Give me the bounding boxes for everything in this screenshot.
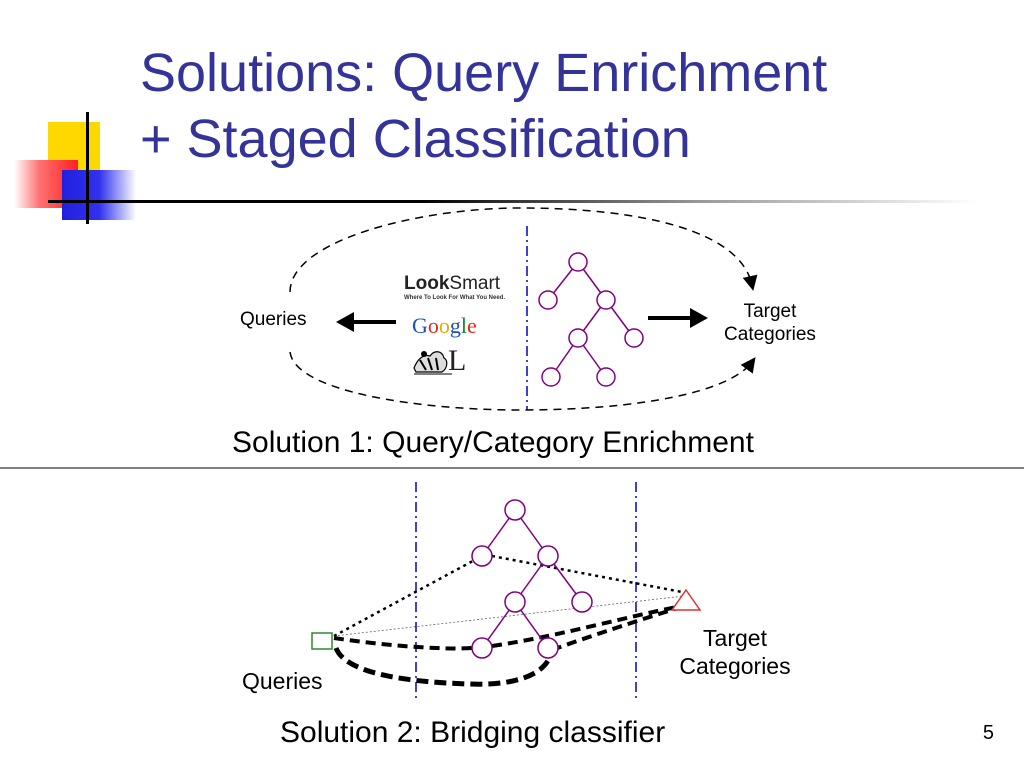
looksmart-tagline: Where To Look For What You Need.: [404, 295, 506, 301]
google-letter-4: g: [449, 313, 461, 338]
s2-target-label: Target Categories: [662, 624, 808, 680]
s2-node-l2b: [571, 591, 593, 613]
s2-queries-label: Queries: [242, 668, 323, 694]
s2-target-line-2: Categories: [679, 653, 791, 679]
s1-node-l2b: [624, 328, 644, 348]
title-underline: [48, 200, 978, 203]
blue-square: [62, 170, 136, 220]
slide-title: Solutions: Query Enrichment + Staged Cla…: [140, 40, 1000, 172]
s2-thick-dash-leaf-to-target: [491, 604, 683, 648]
s2-target-triangle: [670, 588, 702, 611]
s1-node-root: [568, 252, 588, 272]
looksmart-smart: Smart: [449, 273, 501, 294]
s2-query-square: [311, 632, 333, 650]
s1-caption: Solution 1: Query/Category Enrichment: [232, 426, 754, 459]
s2-tree-edges: [481, 509, 583, 649]
s1-node-l1b: [596, 290, 616, 310]
google-letter-2: o: [427, 313, 439, 338]
s2-thick-dash-bottom-loop: [333, 646, 553, 687]
looksmart-logo: LookSmart Where To Look For What You Nee…: [404, 274, 516, 302]
s2-tree-nodes: [471, 499, 593, 659]
s2-thick-dash-query-to-leaf: [333, 636, 473, 651]
s1-arrowhead-queries: [336, 312, 354, 332]
google-letter-3: o: [438, 313, 450, 338]
s2-node-root: [504, 499, 526, 521]
s2-caption: Solution 2: Bridging classifier: [280, 716, 666, 749]
s2-target-line-1: Target: [703, 625, 767, 651]
s2-node-l3b: [537, 637, 559, 659]
google-logo: Google: [412, 314, 477, 338]
s2-thick-dash-loop-to-target: [551, 604, 685, 652]
s1-dashed-arc-top: [289, 207, 758, 293]
s1-target-line-2: Categories: [724, 324, 816, 345]
s2-dotted-node-to-target: [491, 554, 683, 594]
title-line-2: + Staged Classification: [140, 109, 691, 169]
google-letter-5: l: [460, 313, 468, 338]
odp-logo-icon: [413, 351, 452, 375]
vertical-line: [86, 112, 89, 224]
s1-target-label: Target Categories: [708, 300, 832, 346]
s2-node-l1a: [471, 545, 493, 567]
page-number: 5: [982, 722, 994, 744]
google-letter-6: e: [467, 313, 477, 338]
s1-target-line-1: Target: [743, 301, 797, 322]
s2-node-l2a: [504, 591, 526, 613]
s2-node-l1b: [537, 545, 559, 567]
looksmart-look: Look: [404, 273, 450, 294]
title-line-1: Solutions: Query Enrichment: [140, 43, 828, 103]
s1-tree-edges: [547, 261, 635, 378]
s1-node-l3a: [541, 367, 561, 387]
s2-thin-dotted-direct: [333, 595, 685, 637]
s1-arrowhead-target: [690, 308, 708, 328]
s1-queries-label: Queries: [240, 309, 307, 330]
s1-node-l1a: [538, 290, 558, 310]
s1-dashed-arc-bottom: [289, 351, 756, 411]
odp-logo-letter: L: [448, 344, 467, 377]
google-letter-1: G: [412, 313, 428, 338]
s1-tree-nodes: [538, 252, 644, 387]
s1-node-l3b: [596, 367, 616, 387]
s1-node-l2a: [568, 328, 588, 348]
corner-decoration: [0, 0, 140, 230]
s2-dotted-query-to-node: [333, 554, 483, 638]
s2-node-l3a: [471, 637, 493, 659]
